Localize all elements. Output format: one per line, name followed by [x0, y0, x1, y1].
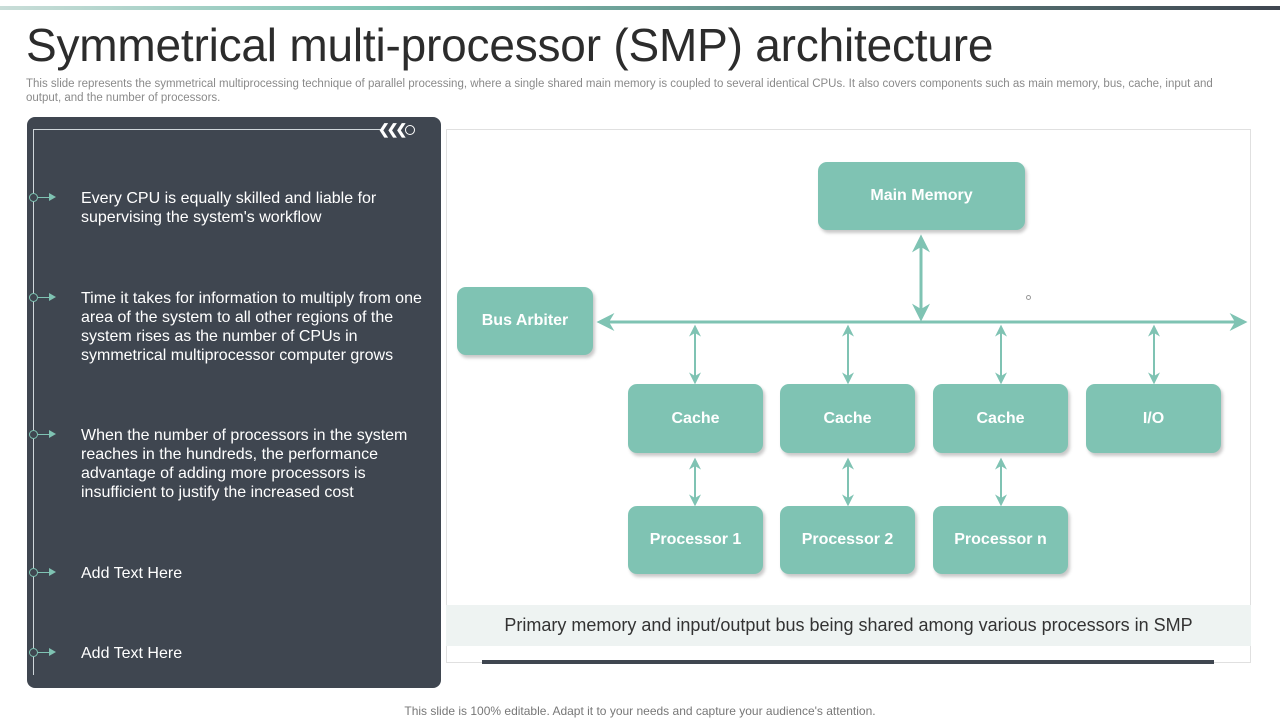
key-point-text: Every CPU is equally skilled and liable …	[81, 190, 377, 226]
arrow-right-icon	[29, 193, 59, 203]
arrow-right-icon	[29, 430, 59, 440]
bus-arbiter-box: Bus Arbiter	[457, 287, 593, 355]
key-point-text: When the number of processors in the sys…	[81, 427, 408, 501]
caption-underline	[482, 660, 1214, 664]
arrow-right-icon	[29, 648, 59, 658]
main-memory-box: Main Memory	[818, 162, 1025, 230]
cache-box-2: Cache	[780, 384, 915, 453]
circle-icon	[405, 125, 415, 135]
io-box: I/O	[1086, 384, 1221, 453]
chevrons-left-icon: ❮❮❮	[378, 121, 407, 137]
slide-subtitle: This slide represents the symmetrical mu…	[26, 78, 1213, 104]
panel-top-line	[33, 129, 383, 130]
cache-box-3: Cache	[933, 384, 1068, 453]
key-points-panel: ❮❮❮ Every CPU is equally skilled and lia…	[27, 117, 441, 688]
cache-box-1: Cache	[628, 384, 763, 453]
top-accent-bar	[0, 6, 1280, 10]
diagram-caption: Primary memory and input/output bus bein…	[446, 605, 1251, 646]
processor-box-1: Processor 1	[628, 506, 763, 574]
key-point-text: Add Text Here	[81, 565, 183, 582]
key-point-text: Time it takes for information to multipl…	[81, 290, 422, 364]
key-point-text: Add Text Here	[81, 645, 183, 662]
slide-footer: This slide is 100% editable. Adapt it to…	[404, 704, 876, 718]
arrow-right-icon	[29, 293, 59, 303]
processor-box-2: Processor 2	[780, 506, 915, 574]
arrow-right-icon	[29, 568, 59, 578]
timeline-line	[33, 129, 34, 675]
stray-dot	[1026, 295, 1031, 300]
processor-box-n: Processor n	[933, 506, 1068, 574]
slide-title: Symmetrical multi-processor (SMP) archit…	[26, 19, 994, 71]
